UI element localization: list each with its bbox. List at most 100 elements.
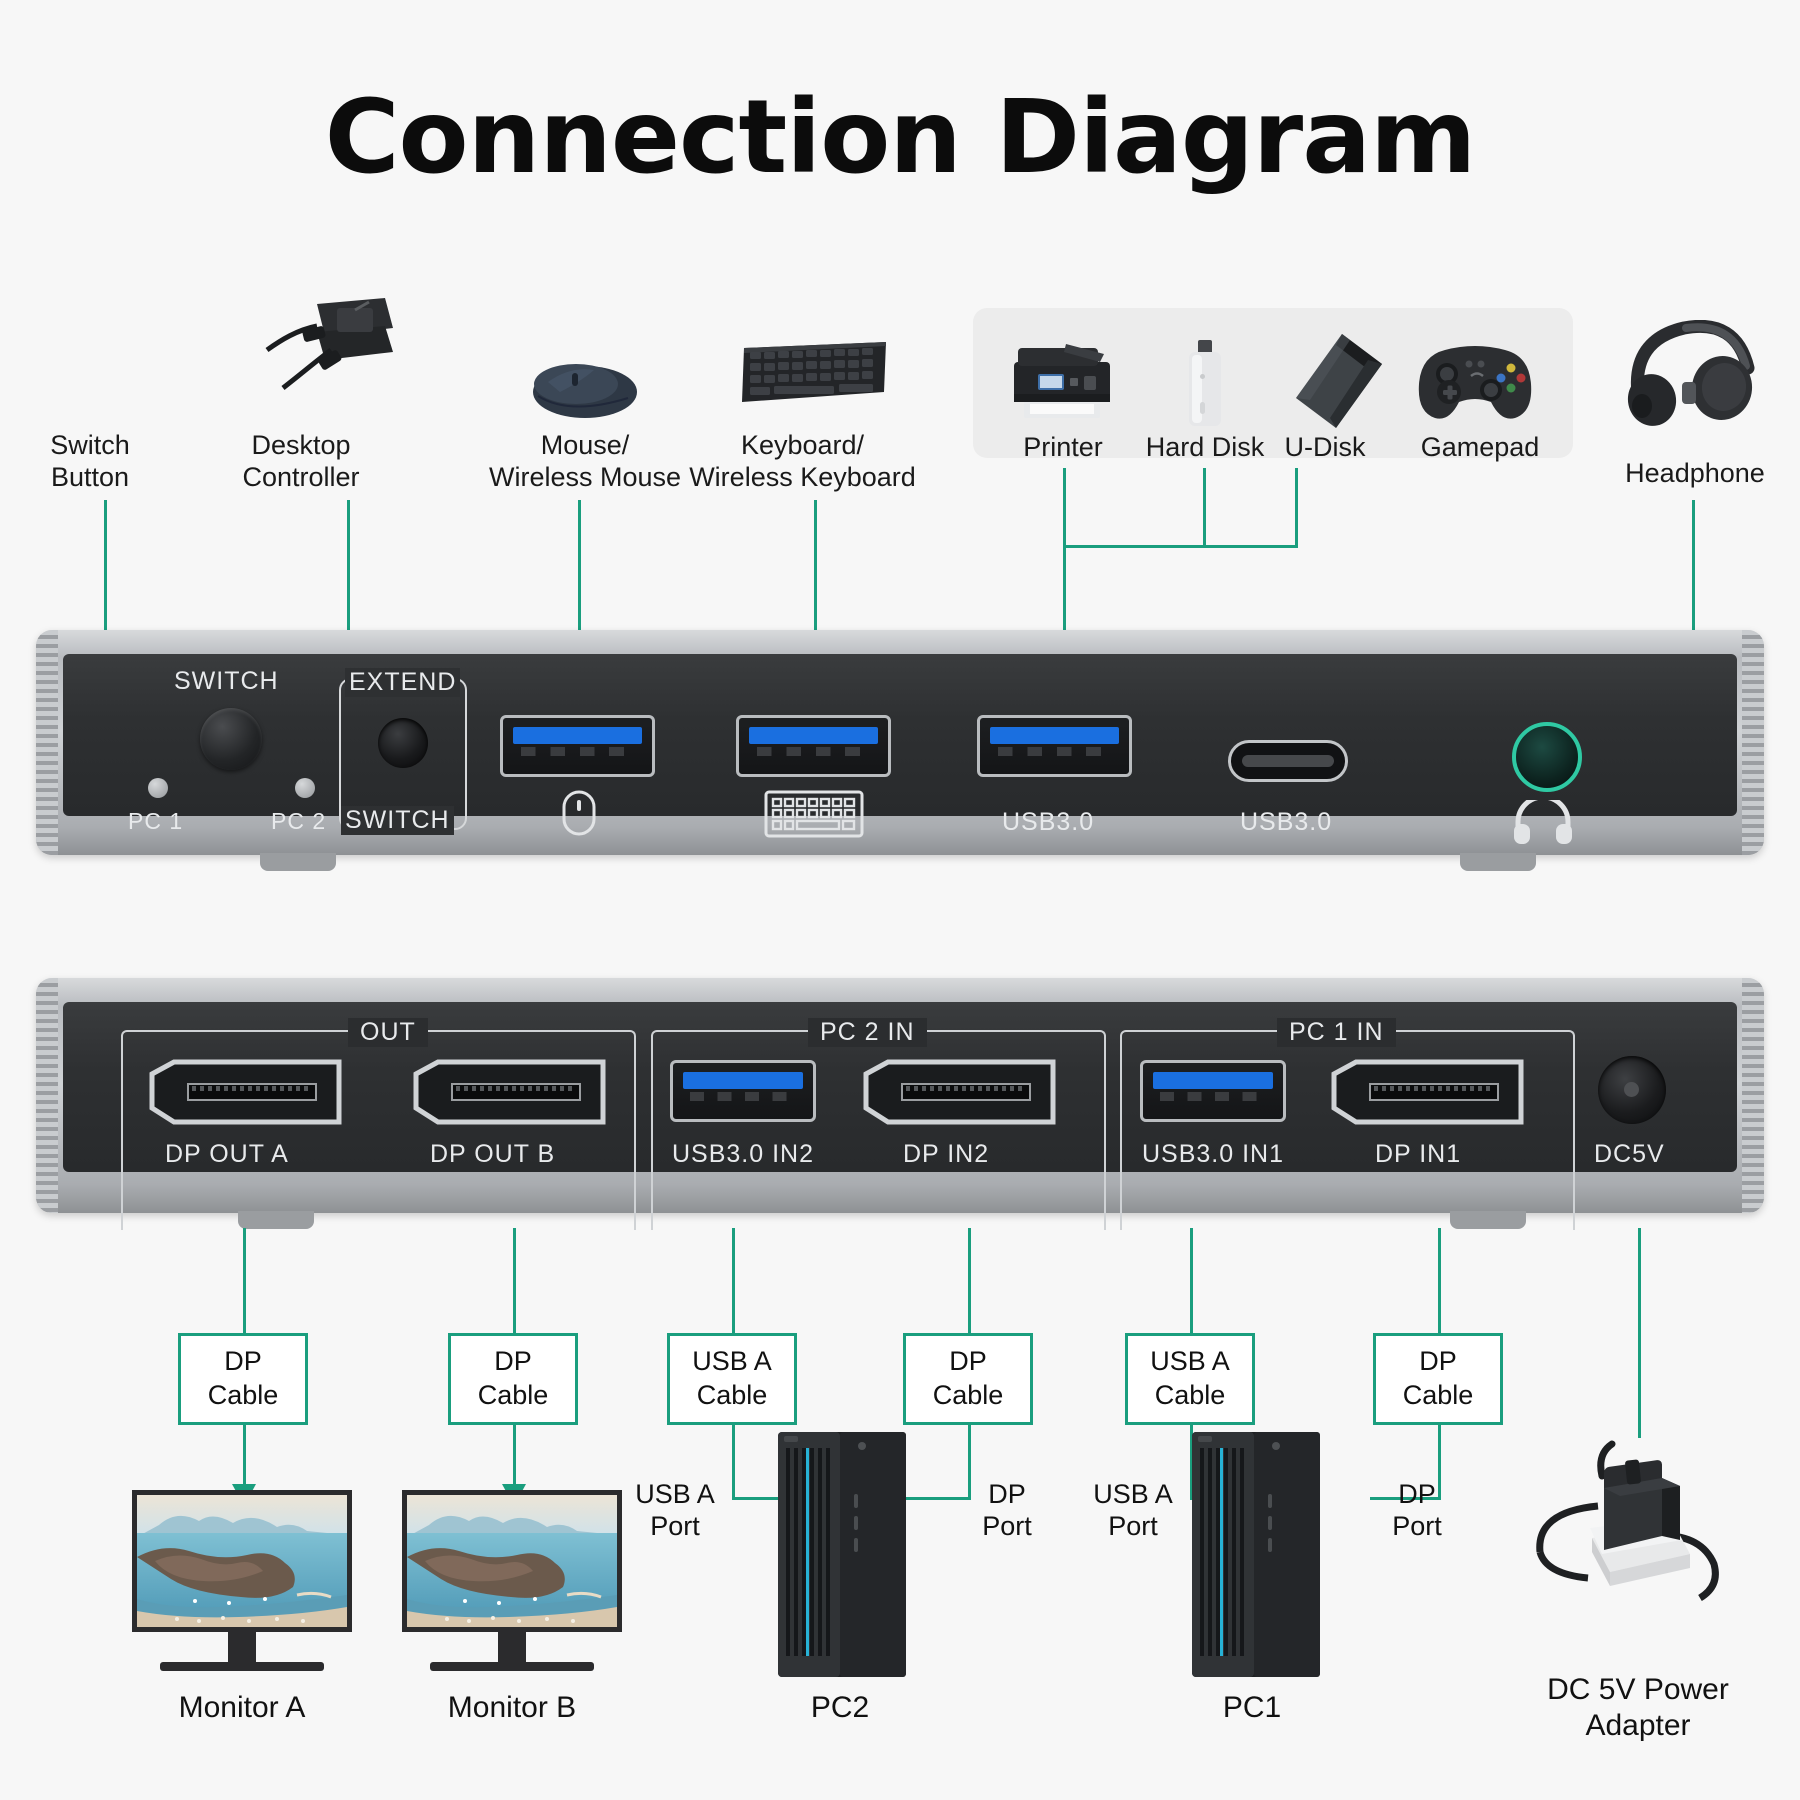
printer-label: Printer <box>1023 432 1103 462</box>
usb3-in1[interactable] <box>1140 1060 1286 1122</box>
cable-dp-a: DP Cable <box>178 1333 308 1425</box>
line-usb3-in1 <box>1190 1228 1193 1333</box>
pc2-label: PC2 <box>810 1691 870 1724</box>
monitor-a <box>132 1490 352 1671</box>
usb3-a-port[interactable] <box>977 715 1132 777</box>
usb-contacts <box>756 747 871 757</box>
line-cable-usb-a-1-down <box>1190 1425 1193 1500</box>
line-group-harddisk <box>1203 468 1206 548</box>
gamepad-label: Gamepad <box>1420 432 1540 462</box>
line-desktop-controller-v <box>347 500 350 756</box>
monitor-a-label: Monitor A <box>178 1691 306 1724</box>
usb-blue-insert <box>1152 1071 1274 1089</box>
dc-5v-power-adapter-label: DC 5V Power Adapter <box>1547 1673 1729 1742</box>
dp-out-b[interactable] <box>412 1058 607 1126</box>
section-out-title: OUT <box>348 1018 428 1047</box>
usb-mouse-port[interactable] <box>500 715 655 777</box>
pc1-led <box>148 778 168 798</box>
line-cable-dp-a-down <box>243 1425 246 1490</box>
line-dp-out-a <box>243 1228 246 1333</box>
heatsink-fins-right <box>1742 978 1764 1213</box>
pc1-label: PC1 <box>1222 1691 1282 1724</box>
line-dp-in2 <box>968 1228 971 1333</box>
cable-usb-a-1: USB A Cable <box>1125 1333 1255 1425</box>
headphone-label: Headphone <box>1625 458 1765 488</box>
line-group-bus <box>1063 545 1298 548</box>
line-dc5v <box>1638 1228 1641 1438</box>
heatsink-fins-right <box>1742 630 1764 855</box>
section-pc1-in-title: PC 1 IN <box>1277 1018 1396 1047</box>
desktop-controller-icon <box>265 292 405 402</box>
mouse-icon <box>562 790 596 836</box>
page-title: Connection Diagram <box>324 78 1477 197</box>
hard-disk-label: Hard Disk <box>1145 432 1265 462</box>
headphone-jack[interactable] <box>1512 722 1582 792</box>
monitor-b-screen <box>402 1490 622 1632</box>
hard-disk-icon <box>1180 340 1230 428</box>
line-dp-in1 <box>1438 1228 1441 1333</box>
extend-switch-jack[interactable] <box>378 718 428 768</box>
u-disk-icon <box>1290 332 1390 432</box>
monitor-a-neck <box>228 1632 256 1667</box>
usb-blue-insert <box>682 1071 804 1089</box>
dp-in1-label: DP IN1 <box>1375 1140 1462 1168</box>
line-usb3-in2 <box>732 1228 735 1333</box>
dc5v-jack[interactable] <box>1598 1056 1666 1124</box>
monitor-a-base <box>160 1662 324 1671</box>
mouse-label: Mouse/ Wireless Mouse <box>488 430 682 492</box>
usb-c-tongue <box>1242 755 1334 767</box>
dc5v-label: DC5V <box>1594 1140 1665 1168</box>
usb3-in2-label: USB3.0 IN2 <box>672 1140 815 1168</box>
mouse-icon <box>530 352 640 424</box>
line-keyboard <box>814 500 817 728</box>
dp-out-a[interactable] <box>148 1058 343 1126</box>
pc1-led-label: PC 1 <box>128 808 184 834</box>
headphone-icon <box>1512 800 1574 844</box>
section-pc2-in-title: PC 2 IN <box>808 1018 927 1047</box>
keyboard-icon <box>764 790 864 838</box>
keyboard-label: Keyboard/ Wireless Keyboard <box>689 430 916 492</box>
pc2-led-label: PC 2 <box>271 808 327 834</box>
usb-contacts <box>1159 1092 1267 1102</box>
line-cable-usb-a-2-down <box>732 1425 735 1500</box>
heatsink-fins-left <box>36 630 58 855</box>
headphone-icon <box>1622 319 1762 430</box>
monitor-b-label: Monitor B <box>447 1691 577 1724</box>
usb-keyboard-port[interactable] <box>736 715 891 777</box>
rear-foot-right <box>1450 1211 1526 1229</box>
gamepad-icon <box>1415 340 1535 425</box>
front-foot-left <box>260 853 336 871</box>
dc-5v-power-adapter-icon <box>1530 1440 1750 1630</box>
extend-title: EXTEND <box>345 668 461 697</box>
dp-in2[interactable] <box>862 1058 1057 1126</box>
cable-usb-a-2: USB A Cable <box>667 1333 797 1425</box>
u-disk-label: U-Disk <box>1284 432 1366 462</box>
line-dp-out-b <box>513 1228 516 1333</box>
front-switch-title: SWITCH <box>174 667 279 695</box>
monitor-b-base <box>430 1662 594 1671</box>
usb3-c-port-label: USB3.0 <box>1240 808 1333 836</box>
usb-contacts <box>689 1092 797 1102</box>
usb3-in1-label: USB3.0 IN1 <box>1142 1140 1285 1168</box>
dc-center-pin <box>1624 1082 1639 1097</box>
usb-contacts <box>997 747 1112 757</box>
monitor-a-screen <box>132 1490 352 1632</box>
usb3-in2[interactable] <box>670 1060 816 1122</box>
line-group-udisk <box>1295 468 1298 548</box>
usb3-c-port[interactable] <box>1228 740 1348 782</box>
extend-sub-label: SWITCH <box>341 806 454 835</box>
line-mouse <box>578 500 581 728</box>
usb3-a-port-label: USB3.0 <box>1002 808 1095 836</box>
line-group-printer <box>1063 468 1066 548</box>
pc2-dp-port-label: DP Port <box>982 1479 1032 1542</box>
line-pc1-dp-port <box>1370 1497 1438 1500</box>
rear-foot-left <box>238 1211 314 1229</box>
dp-in1[interactable] <box>1330 1058 1525 1126</box>
front-foot-right <box>1460 853 1536 871</box>
pc2 <box>778 1432 906 1677</box>
switch-button[interactable] <box>200 708 262 770</box>
pc2-usb-a-port-label: USB A Port <box>635 1479 715 1542</box>
pc1-usb-a-port-label: USB A Port <box>1093 1479 1173 1542</box>
keyboard-icon <box>740 340 890 410</box>
desktop-controller-label: Desktop Controller <box>242 430 360 492</box>
